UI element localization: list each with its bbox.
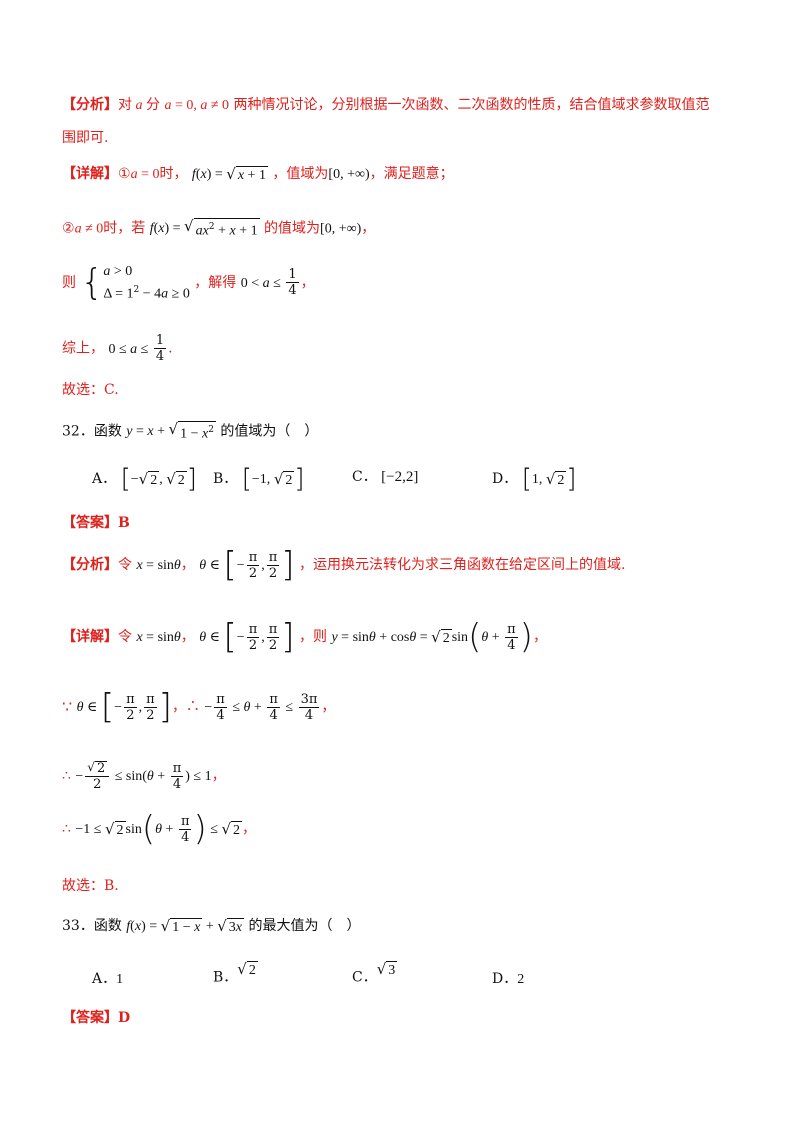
- q32-option-b[interactable]: B． [−1, √2]: [213, 464, 305, 494]
- math-expr: a: [164, 98, 172, 113]
- q32-stem: 32．函数 y = x + √1 − x2 的值域为（ ）: [62, 420, 319, 442]
- q31-detail-case2: ②a ≠ 0时，若 f(x) = √ax2 + x + 1 的值域为[0, +∞…: [62, 217, 376, 239]
- q31-analysis-line1: 【分析】对 a 分 a = 0, a ≠ 0 两种情况讨论，分别根据一次函数、二…: [62, 97, 710, 113]
- q33-option-a[interactable]: A．1: [92, 971, 124, 987]
- analysis-tag: 【分析】: [62, 97, 118, 113]
- inequality-system: { a > 0 Δ = 12 − 4a ≥ 0: [80, 261, 190, 303]
- q33-option-c[interactable]: C．√3: [352, 960, 398, 986]
- detail-tag: 【详解】: [62, 166, 118, 182]
- math-expr: f(x) = √ax2 + x + 1: [149, 217, 260, 239]
- q33-option-b[interactable]: B．√2: [213, 960, 258, 986]
- q31-analysis-line2: 围即可.: [62, 130, 109, 146]
- q33-stem: 33．函数 f(x) = √1 − x + √3x 的最大值为（ ）: [62, 916, 361, 935]
- q32-option-c[interactable]: C． [−2,2]: [352, 469, 419, 485]
- q31-choice: 故选：C.: [62, 382, 119, 398]
- q32-option-a[interactable]: A． [−√2, √2]: [92, 464, 197, 494]
- q32-answer: 【答案】B: [62, 515, 130, 531]
- question-number: 32．: [62, 423, 94, 440]
- math-expr: f: [191, 167, 196, 182]
- math-expr: y = x + √1 − x2: [126, 420, 216, 442]
- question-number: 33．: [62, 918, 94, 934]
- q31-detail-case1: 【详解】①a = 0时， f(x) = √x + 1 ，值域为[0, +∞)，满…: [62, 164, 454, 183]
- math-expr: f(x) = √1 − x + √3x: [126, 916, 244, 935]
- q32-option-d[interactable]: D． [1, √2]: [492, 464, 577, 494]
- q32-choice: 故选：B.: [62, 878, 119, 894]
- q33-option-d[interactable]: D．2: [492, 971, 525, 987]
- q33-answer: 【答案】D: [62, 1010, 131, 1026]
